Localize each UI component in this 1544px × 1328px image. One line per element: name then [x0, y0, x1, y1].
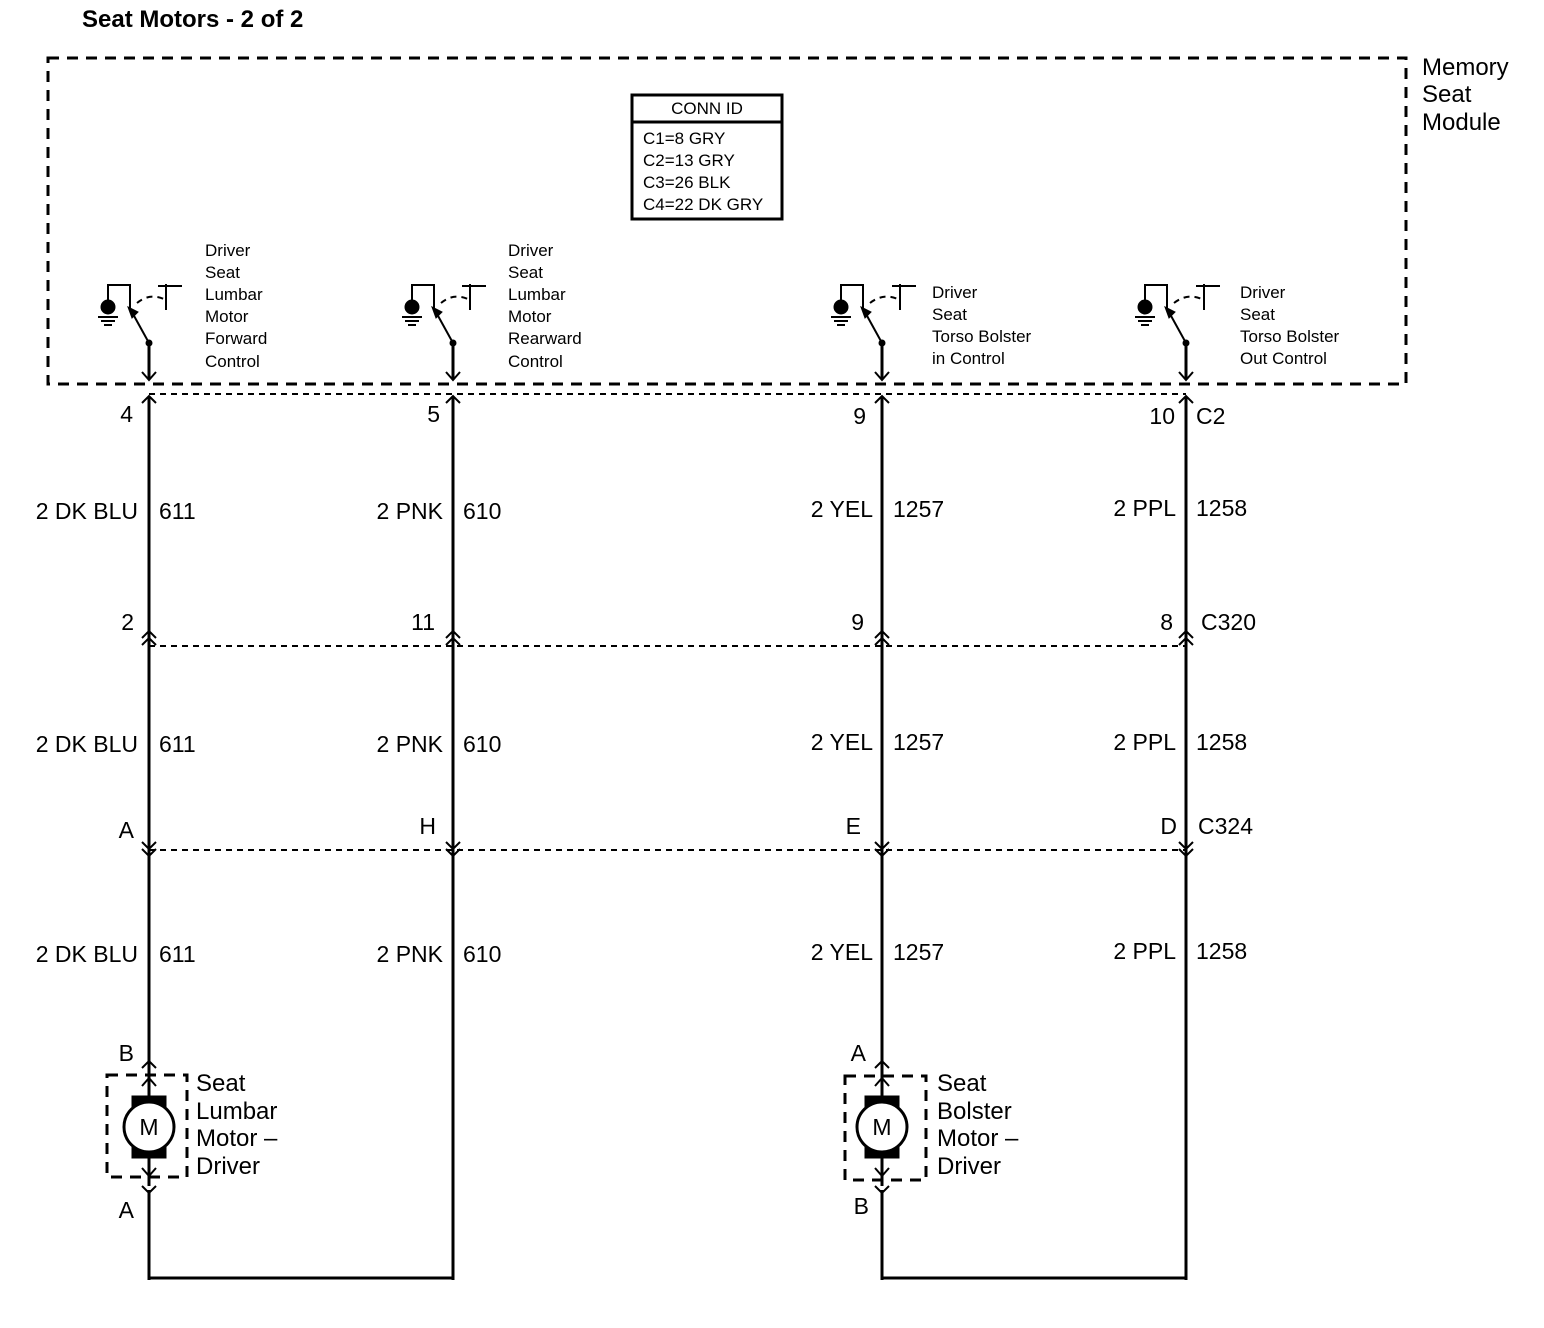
switch-symbol-lumbar-rearward: [402, 284, 486, 382]
lumbar-motor: M: [105, 1068, 189, 1186]
switch-label-lumbar-forward: Driver Seat Lumbar Motor Forward Control: [205, 241, 267, 371]
motor-label-line: Bolster: [937, 1098, 1012, 1125]
switch-label-line: Seat: [508, 263, 543, 282]
wire-color-label: 2 YEL: [811, 939, 873, 965]
motor-label-line: Motor –: [937, 1125, 1019, 1152]
pin-label: 9: [853, 403, 866, 429]
pin-label: 11: [411, 609, 435, 635]
wire-circuit-label: 611: [159, 731, 196, 757]
wire-color-label: 2 PPL: [1113, 495, 1176, 521]
wire-color-label: 2 DK BLU: [36, 941, 138, 967]
wire-circuit-label: 610: [463, 731, 501, 757]
conn-id-box: CONN ID C1=8 GRY C2=13 GRY C3=26 BLK C4=…: [630, 93, 784, 221]
wire-color-label: 2 PNK: [377, 941, 444, 967]
pin-label: 4: [120, 401, 133, 427]
wire-circuit-label: 1257: [893, 496, 944, 522]
switch-label-line: Control: [205, 352, 260, 371]
conn-id-row: C3=26 BLK: [643, 173, 731, 192]
switch-symbol-lumbar-forward: [98, 284, 182, 382]
wire-color-label: 2 DK BLU: [36, 498, 138, 524]
motor-label-line: Driver: [196, 1153, 260, 1180]
wire-color-label: 2 YEL: [811, 496, 873, 522]
switch-label-lumbar-rearward: Driver Seat Lumbar Motor Rearward Contro…: [508, 241, 582, 371]
switch-label-line: Lumbar: [508, 285, 566, 304]
wire-color-label: 2 PPL: [1113, 938, 1176, 964]
wire-circuit-label: 610: [463, 498, 501, 524]
switch-symbol-bolster-in: [831, 284, 916, 382]
switch-label-line: Seat: [205, 263, 240, 282]
switch-label-line: Seat: [1240, 305, 1275, 324]
wire-circuit-label: 611: [159, 941, 196, 967]
motor-symbol-label: M: [872, 1114, 891, 1140]
switch-label-line: Control: [508, 352, 563, 371]
wire-color-label: 2 DK BLU: [36, 731, 138, 757]
motor-label-line: Seat: [937, 1070, 987, 1097]
switch-label-bolster-in: Driver Seat Torso Bolster in Control: [932, 283, 1032, 368]
motor-label-line: Driver: [937, 1153, 1001, 1180]
switch-label-line: Driver: [1240, 283, 1286, 302]
switch-label-line: in Control: [932, 349, 1005, 368]
module-name-line-3: Module: [1422, 109, 1501, 136]
conn-id-row: C1=8 GRY: [643, 129, 725, 148]
pin-label: A: [119, 817, 135, 843]
pin-label: 9: [851, 609, 864, 635]
wire-circuit-label: 610: [463, 941, 501, 967]
wire-color-label: 2 PPL: [1113, 729, 1176, 755]
motor-label-line: Lumbar: [196, 1098, 277, 1125]
motor-pin-label: A: [119, 1197, 135, 1223]
switch-label-bolster-out: Driver Seat Torso Bolster Out Control: [1240, 283, 1340, 368]
motor-pin-label: B: [854, 1193, 869, 1219]
wire-color-label: 2 PNK: [377, 498, 444, 524]
wire-circuit-label: 1258: [1196, 938, 1247, 964]
module-name-line-1: Memory: [1422, 54, 1509, 81]
wire-circuit-label: 1257: [893, 729, 944, 755]
switch-label-line: Seat: [932, 305, 967, 324]
wire-circuit-label: 1258: [1196, 729, 1247, 755]
switch-label-line: Torso Bolster: [932, 327, 1032, 346]
switch-label-line: Out Control: [1240, 349, 1327, 368]
connector-terminals: [141, 394, 1194, 1195]
wire-color-label: 2 YEL: [811, 729, 873, 755]
switch-label-line: Forward: [205, 329, 267, 348]
motor-pin-label: A: [851, 1040, 867, 1066]
module-name-line-2: Seat: [1422, 81, 1472, 108]
connector-name-c324: C324: [1198, 813, 1253, 839]
pin-label: 8: [1160, 609, 1173, 635]
pin-label: 5: [427, 401, 440, 427]
switch-label-line: Torso Bolster: [1240, 327, 1340, 346]
switch-label-line: Motor: [205, 307, 249, 326]
switch-label-line: Lumbar: [205, 285, 263, 304]
conn-id-header: CONN ID: [671, 99, 743, 118]
switch-label-line: Driver: [205, 241, 251, 260]
switch-label-line: Driver: [508, 241, 554, 260]
memory-seat-module-outline: [46, 56, 1408, 386]
switch-label-line: Motor: [508, 307, 552, 326]
motor-label-line: Motor –: [196, 1125, 278, 1152]
wire-circuit-label: 1258: [1196, 495, 1247, 521]
pin-label: 2: [121, 609, 134, 635]
conn-id-row: C4=22 DK GRY: [643, 195, 763, 214]
pin-label: D: [1160, 813, 1177, 839]
bolster-motor: M: [843, 1068, 928, 1186]
switch-label-line: Driver: [932, 283, 978, 302]
connector-name-c320: C320: [1201, 609, 1256, 635]
motor-symbol-label: M: [139, 1114, 158, 1140]
wire-color-label: 2 PNK: [377, 731, 444, 757]
conn-id-row: C2=13 GRY: [643, 151, 735, 170]
wire-circuit-label: 611: [159, 498, 196, 524]
pin-label: E: [846, 813, 861, 839]
pin-label: 10: [1149, 403, 1175, 429]
motor-label-line: Seat: [196, 1070, 246, 1097]
connector-name-c2: C2: [1196, 403, 1225, 429]
switch-symbol-bolster-out: [1135, 284, 1220, 382]
diagram-title: Seat Motors - 2 of 2: [82, 6, 303, 33]
pin-label: H: [419, 813, 436, 839]
motor-pin-label: B: [119, 1040, 134, 1066]
wire-circuit-label: 1257: [893, 939, 944, 965]
switch-label-line: Rearward: [508, 329, 582, 348]
